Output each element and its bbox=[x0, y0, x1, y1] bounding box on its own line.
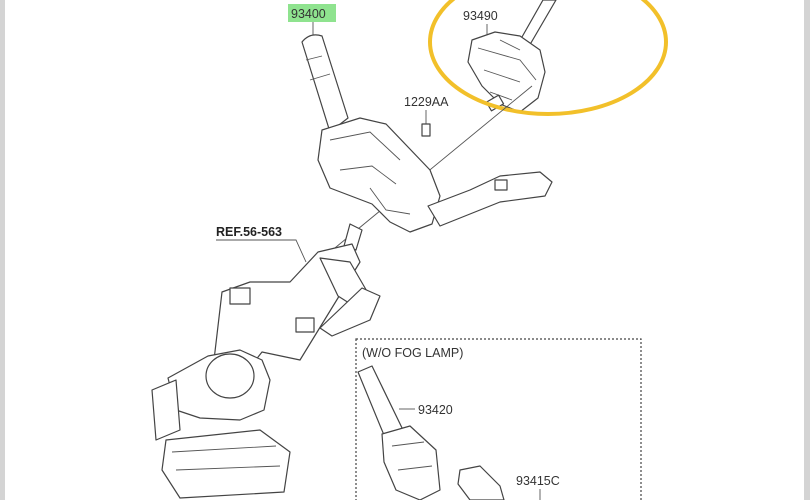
assembly-axis-line bbox=[329, 85, 533, 253]
part-label-93420[interactable]: 93420 bbox=[418, 403, 453, 417]
part-label-93415C[interactable]: 93415C bbox=[516, 474, 560, 488]
reference-arrow bbox=[216, 239, 307, 263]
wiper-switch-part[interactable] bbox=[357, 365, 441, 500]
highlight-circle-annotation bbox=[428, 0, 668, 116]
bolt-part bbox=[421, 123, 431, 137]
power-steering-motor-part bbox=[151, 349, 291, 499]
left-border bbox=[0, 0, 5, 500]
clock-spring-part bbox=[467, 31, 546, 113]
part-label-93490[interactable]: 93490 bbox=[463, 9, 498, 23]
variant-box-title: (W/O FOG LAMP) bbox=[362, 346, 463, 360]
right-border bbox=[804, 0, 810, 500]
variant-box bbox=[355, 338, 642, 500]
part-label-highlight bbox=[288, 4, 336, 22]
reference-label[interactable]: REF.56-563 bbox=[216, 225, 282, 239]
connector-part[interactable] bbox=[457, 465, 505, 500]
part-label-93400[interactable]: 93400 bbox=[291, 7, 326, 21]
steering-column-part bbox=[213, 223, 381, 381]
part-label-1229AA[interactable]: 1229AA bbox=[404, 95, 449, 109]
multifunction-switch-part[interactable] bbox=[301, 34, 553, 233]
